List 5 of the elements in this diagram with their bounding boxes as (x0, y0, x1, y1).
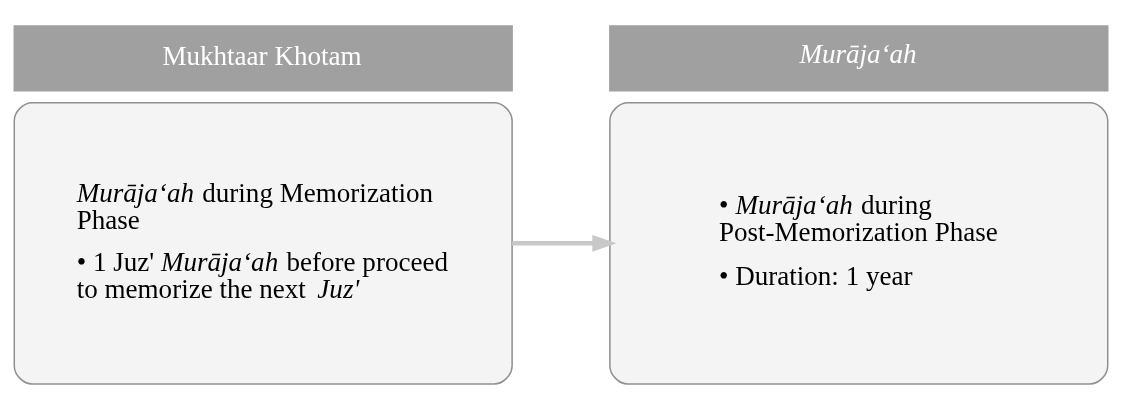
node-box: Murāja‘ah during Memorization Phase • 1 Juz' Murāja‘ah before proceed to memorize the next Juz' (13, 101, 513, 385)
node-box: Mukhtaar Khotam (13, 25, 513, 92)
arrow (512, 234, 617, 252)
node-box: Murāja‘ah (609, 25, 1109, 92)
node-box: • Murāja‘ah during Post-Memorization Phase • Duration: 1 year (609, 101, 1109, 385)
